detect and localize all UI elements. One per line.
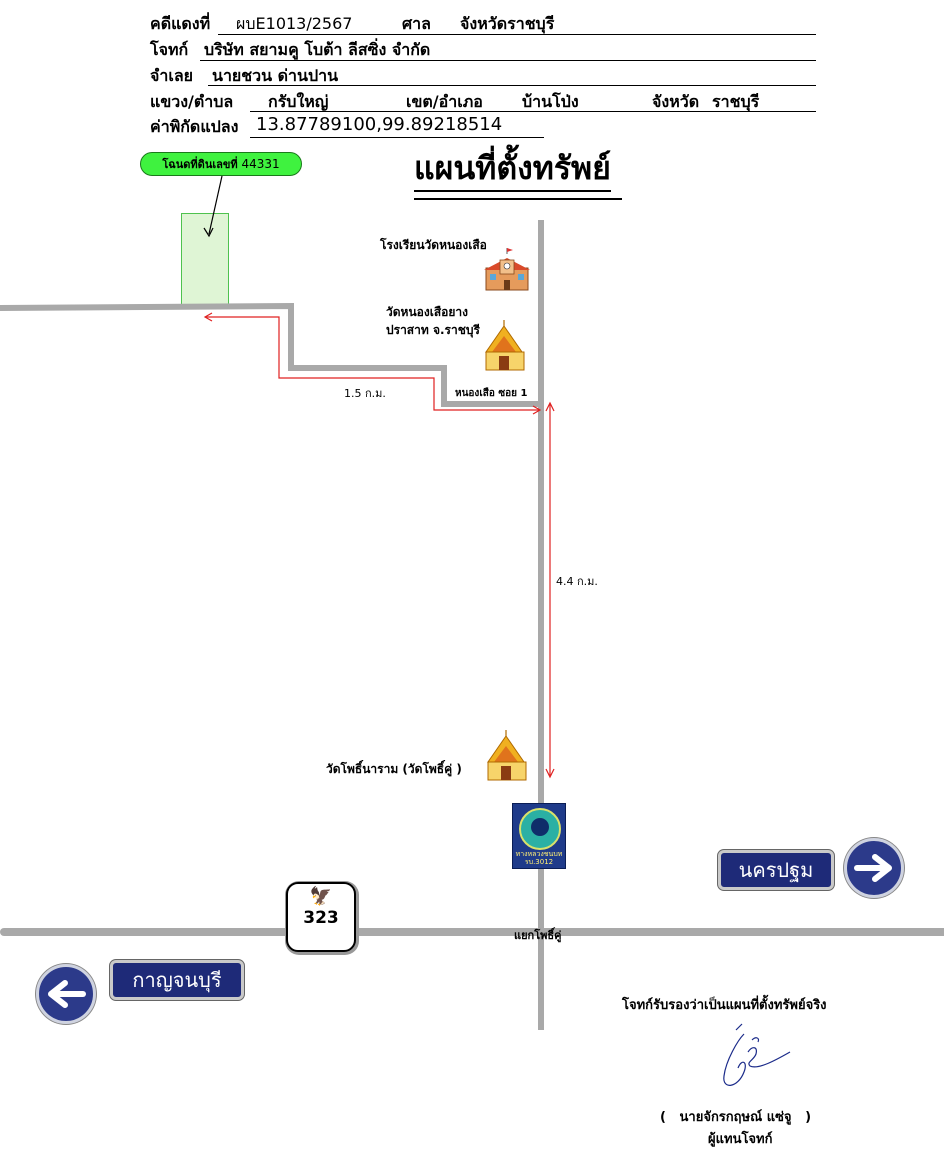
thai-temple-icon: [487, 730, 527, 781]
arrow-right-circle-icon: [844, 838, 904, 898]
certification-statement: โจทก์รับรองว่าเป็นแผนที่ตั้งทรัพย์จริง: [622, 998, 827, 1013]
school-label: โรงเรียนวัดหนองเสือ: [380, 238, 487, 252]
sign-nakhon-pathom: นครปฐม: [718, 850, 834, 890]
deed-number: 44331: [241, 157, 280, 171]
court-value: จังหวัดราชบุรี: [460, 14, 555, 33]
map-title: แผนที่ตั้งทรัพย์: [414, 146, 611, 192]
title-double-underline: [414, 198, 622, 200]
deed-tag: โฉนดที่ดินเลขที่ 44331: [140, 152, 302, 176]
garuda-emblem-icon: 🦅: [309, 886, 333, 907]
district-value: บ้านโป่ง: [522, 92, 579, 111]
thai-temple-icon: [485, 320, 525, 371]
district-label: เขต/อำเภอ: [406, 92, 483, 111]
province-value: ราชบุรี: [712, 92, 760, 111]
sign-kanchanaburi: กาญจนบุรี: [110, 960, 244, 1000]
distance-short: 1.5 ก.ม.: [344, 387, 386, 400]
route-line-short: [206, 316, 539, 411]
soi-label: หนองเสือ ซอย 1: [455, 388, 528, 399]
route-323-shield: 🦅 323: [286, 882, 356, 952]
plaintiff-underline: [200, 60, 816, 61]
province-label: จังหวัด: [652, 92, 700, 111]
deed-label: โฉนดที่ดินเลขที่: [162, 158, 238, 171]
rural-road-sign: ทางหลวงชนบท รบ.3012: [512, 803, 566, 869]
distance-long: 4.4 ก.ม.: [556, 575, 598, 588]
route-arrow-right-head: [532, 405, 542, 415]
coord-underline: [250, 137, 544, 138]
signer-role: ผู้แทนโจทก์: [708, 1132, 773, 1147]
temple1-label-line2: ปราสาท จ.ราชบุรี: [386, 323, 480, 337]
route-arrow-left-head: [203, 312, 213, 322]
school-building-icon: [484, 248, 530, 291]
deed-pointer: [208, 175, 223, 235]
case-underline: [218, 34, 816, 35]
junction-label: แยกโพธิ์คู่: [514, 929, 562, 942]
temple1-label-line1: วัดหนองเสือยาง: [386, 305, 468, 319]
defendant-label: จำเลย: [150, 66, 194, 85]
emblem-ring: [519, 808, 561, 850]
land-plot[interactable]: [181, 213, 229, 305]
court-label: ศาล: [402, 14, 431, 33]
plaintiff-value: บริษัท สยามคู โบต้า ลีสซิ่ง จำกัด: [204, 40, 431, 59]
defendant-underline: [208, 85, 816, 86]
deed-pointer-head: [203, 227, 214, 238]
signer-name: ( นายจักรกฤษณ์ แซ่จู ): [660, 1110, 812, 1125]
route-number: 323: [303, 908, 339, 928]
case-value: ผบE1013/2567: [236, 14, 353, 33]
upper-road: [0, 302, 541, 407]
route-long-top-head: [545, 401, 555, 412]
plaintiff-label: โจทก์: [150, 40, 189, 59]
route-long-bottom-head: [545, 768, 555, 779]
arrow-left-circle-icon: [36, 964, 96, 1024]
coord-label: ค่าพิกัดแปลง: [150, 117, 239, 136]
temple2-label: วัดโพธิ์นาราม (วัดโพธิ์คู่ ): [326, 762, 462, 776]
case-label: คดีแดงที่: [150, 14, 211, 33]
coord-value: 13.87789100,99.89218514: [256, 114, 503, 135]
subdistrict-label: แขวง/ตำบล: [150, 92, 234, 111]
signature: [723, 1023, 791, 1086]
subdistrict-value: กรับใหญ่: [268, 92, 329, 111]
defendant-value: นายชวน ด่านปาน: [212, 66, 339, 85]
location-underline: [250, 111, 816, 112]
rural-road-text: ทางหลวงชนบท รบ.3012: [515, 850, 563, 866]
